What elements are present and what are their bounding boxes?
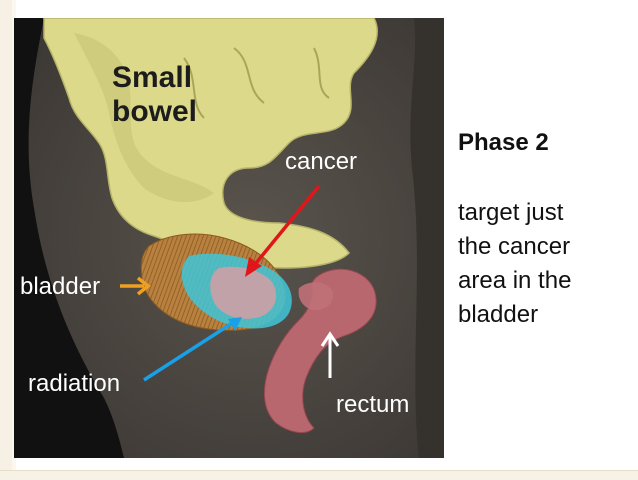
small-bowel-label-line1: Small	[112, 61, 193, 94]
bladder-arrowhead	[136, 276, 151, 296]
cancer-arrow	[250, 184, 321, 270]
rectum-arrowhead	[320, 331, 340, 347]
description-line-2: the cancer	[458, 233, 571, 260]
description-line-3: area in the	[458, 267, 572, 294]
medical-figure: Small bowel cancer bladder radiation rec…	[14, 18, 444, 458]
rectum-label: rectum	[336, 391, 410, 418]
radiation-arrowhead	[228, 317, 242, 331]
bottom-edge-decoration	[0, 470, 638, 480]
small-bowel-fold	[183, 47, 330, 119]
body-silhouette-shadow	[14, 18, 124, 458]
cancer-label: cancer	[285, 148, 358, 175]
phase-title: Phase 2	[458, 129, 549, 156]
rectum-upper	[298, 282, 334, 311]
body-edge-shadow	[410, 18, 444, 458]
radiation-arrow	[143, 320, 235, 382]
radiation-label: radiation	[28, 370, 121, 397]
description-line-1: target just	[458, 199, 564, 226]
cancer-arrowhead	[245, 257, 262, 277]
small-bowel-shading	[74, 33, 214, 203]
bladder-label: bladder	[20, 273, 101, 300]
description-line-4: bladder	[458, 301, 539, 328]
anatomy-illustration	[14, 18, 444, 458]
small-bowel-label-line2: bowel	[112, 95, 198, 128]
cancer-area	[210, 266, 277, 319]
